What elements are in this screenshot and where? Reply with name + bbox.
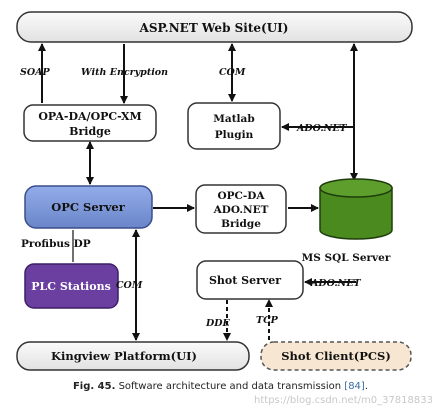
adonet-shot-label: ADO.NET: [310, 278, 362, 289]
tcp-label: TCP: [256, 315, 279, 326]
profibus-label: Profibus DP: [21, 238, 91, 250]
caption-text: Software architecture and data transmiss…: [118, 381, 342, 392]
matlab-label-1: Matlab: [213, 113, 254, 125]
plc-node: PLC Stations: [24, 263, 119, 309]
connectors: [38, 43, 358, 341]
opcda-bridge-label-1: OPC-DA: [217, 190, 265, 202]
watermark: https://blog.csdn.net/m0_37818833: [254, 395, 433, 406]
dde-label: DDE: [205, 318, 230, 329]
kingview-node: Kingview Platform(UI): [16, 341, 250, 371]
web-site-node: ASP.NET Web Site(UI): [16, 11, 413, 43]
opcda-bridge-node: OPC-DA ADO.NET Bridge: [195, 184, 287, 234]
kingview-label: Kingview Platform(UI): [51, 349, 197, 363]
matlab-label-2: Plugin: [215, 129, 254, 141]
opc-server-label: OPC Server: [51, 200, 126, 214]
opcda-bridge-label-2: ADO.NET: [213, 204, 269, 216]
opa-bridge-label-1: OPA-DA/OPC-XM: [38, 110, 141, 123]
matlab-node: Matlab Plugin: [187, 102, 281, 150]
figure-caption: Fig. 45. Software architecture and data …: [0, 381, 441, 392]
shot-server-label: Shot Server: [209, 274, 281, 287]
opa-bridge-label-2: Bridge: [69, 125, 111, 138]
shot-server-node: Shot Server: [196, 260, 304, 300]
caption-end: .: [364, 381, 369, 392]
soap-label: SOAP: [20, 67, 51, 78]
com-kingview-label: COM: [116, 280, 143, 291]
shot-client-node: Shot Client(PCS): [260, 341, 412, 371]
web-site-label: ASP.NET Web Site(UI): [139, 21, 289, 35]
com-top-label: COM: [219, 67, 246, 78]
plc-label: PLC Stations: [31, 280, 111, 293]
sql-server-node: [319, 178, 393, 240]
encryption-label: With Encryption: [81, 67, 168, 78]
sql-server-label: MS SQL Server: [302, 252, 391, 264]
shot-client-label: Shot Client(PCS): [281, 349, 391, 363]
caption-reference-link[interactable]: [84]: [344, 381, 365, 392]
opa-bridge-node: OPA-DA/OPC-XM Bridge: [23, 104, 157, 142]
opc-server-node: OPC Server: [24, 185, 153, 229]
adonet-matlab-label: ADO.NET: [296, 123, 348, 134]
caption-figure-label: Fig. 45.: [72, 381, 116, 392]
opcda-bridge-label-3: Bridge: [221, 218, 261, 230]
